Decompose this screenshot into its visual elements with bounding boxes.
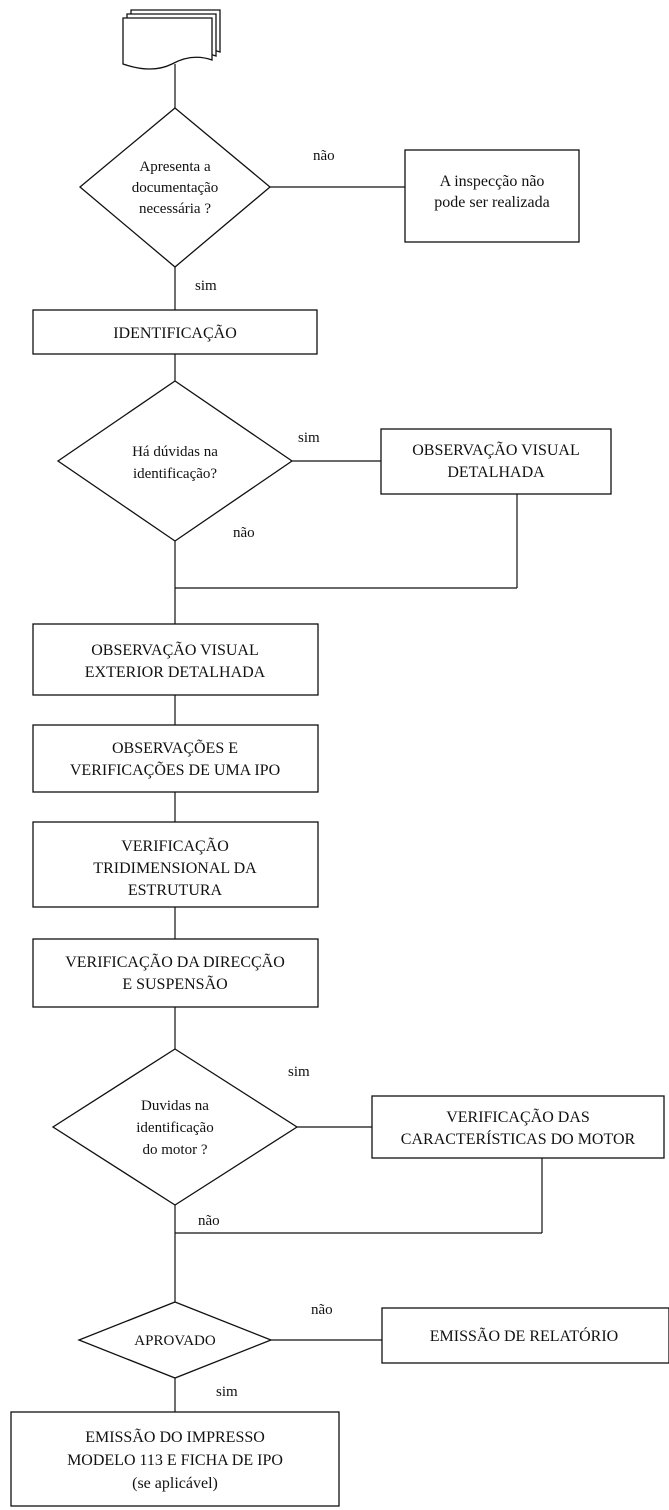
start-document-icon (122, 9, 221, 70)
box-identification: IDENTIFICAÇÃO (32, 309, 318, 355)
decision-documentation: Apresenta a documentação necessária ? (78, 107, 272, 268)
box-inspection-not-possible-line-1: A inspecção não (440, 173, 545, 190)
box-report-issue: EMISSÃO DE RELATÓRIO (381, 1307, 669, 1364)
box-exterior-visual-observation-line-2: EXTERIOR DETALHADA (85, 664, 266, 681)
box-detailed-visual-observation: OBSERVAÇÃO VISUAL DETALHADA (380, 428, 612, 495)
box-final-form-line-1: EMISSÃO DO IMPRESSO (85, 1428, 265, 1446)
decision-identification-doubts-line-1: Há dúvidas na (132, 444, 218, 460)
box-inspection-not-possible: A inspecção não pode ser realizada (404, 149, 580, 243)
box-inspection-not-possible-line-2: pode ser realizada (434, 194, 549, 211)
box-exterior-visual-observation-line-1: OBSERVAÇÃO VISUAL (91, 641, 259, 659)
edge-label-d1-yes: sim (195, 278, 217, 294)
box-final-form-line-2: MODELO 113 E FICHA DE IPO (67, 1452, 283, 1469)
edge-label-d1-no: não (313, 148, 335, 164)
decision-approved-line-1: APROVADO (134, 1333, 216, 1349)
edge-label-d3-no: não (198, 1213, 220, 1229)
box-ipo-observations-line-1: OBSERVAÇÕES E (112, 739, 238, 757)
decision-documentation-line-2: documentação (132, 180, 219, 196)
box-identification-line-1: IDENTIFICAÇÃO (113, 324, 237, 342)
decision-engine-doubts: Duvidas na identificação do motor ? (51, 1048, 299, 1206)
decision-identification-doubts: Há dúvidas na identificação? (56, 380, 294, 542)
decision-documentation-line-1: Apresenta a (139, 159, 211, 175)
decision-engine-doubts-line-3: do motor ? (143, 1142, 208, 1158)
decision-approved: APROVADO (77, 1301, 273, 1379)
box-detailed-visual-observation-line-2: DETALHADA (447, 464, 545, 481)
decision-engine-doubts-line-2: identificação (136, 1120, 213, 1136)
decision-engine-doubts-line-1: Duvidas na (141, 1098, 209, 1114)
box-report-issue-line-1: EMISSÃO DE RELATÓRIO (430, 1326, 618, 1345)
edge-label-d4-yes: sim (216, 1384, 238, 1400)
decision-documentation-line-3: necessária ? (139, 201, 211, 217)
box-steering-suspension-line-1: VERIFICAÇÃO DA DIRECÇÃO (65, 953, 285, 971)
box-structure-check-line-1: VERIFICAÇÃO (121, 837, 229, 855)
box-ipo-observations: OBSERVAÇÕES E VERIFICAÇÕES DE UMA IPO (32, 724, 319, 793)
edge-label-d2-no: não (233, 525, 255, 541)
box-ipo-observations-line-2: VERIFICAÇÕES DE UMA IPO (70, 761, 280, 779)
box-exterior-visual-observation: OBSERVAÇÃO VISUAL EXTERIOR DETALHADA (32, 623, 319, 696)
box-structure-check-line-2: TRIDIMENSIONAL DA (93, 860, 257, 877)
box-structure-check-line-3: ESTRUTURA (128, 882, 223, 899)
edge-label-d4-no: não (311, 1302, 333, 1318)
box-structure-check: VERIFICAÇÃO TRIDIMENSIONAL DA ESTRUTURA (32, 821, 319, 908)
box-engine-characteristics-line-1: VERIFICAÇÃO DAS (446, 1108, 590, 1126)
box-final-form-line-3: (se aplicável) (132, 1475, 218, 1492)
box-engine-characteristics: VERIFICAÇÃO DAS CARACTERÍSTICAS DO MOTOR (371, 1095, 665, 1159)
decision-identification-doubts-line-2: identificação? (133, 466, 217, 482)
box-final-form: EMISSÃO DO IMPRESSO MODELO 113 E FICHA D… (10, 1411, 340, 1507)
edge-label-d3-yes: sim (288, 1064, 310, 1080)
box-steering-suspension-line-2: E SUSPENSÃO (122, 975, 227, 993)
connectors (174, 64, 543, 1412)
box-steering-suspension: VERIFICAÇÃO DA DIRECÇÃO E SUSPENSÃO (32, 938, 319, 1008)
edge-label-d2-yes: sim (298, 430, 320, 446)
box-detailed-visual-observation-line-1: OBSERVAÇÃO VISUAL (412, 441, 580, 459)
box-engine-characteristics-line-2: CARACTERÍSTICAS DO MOTOR (401, 1129, 636, 1148)
